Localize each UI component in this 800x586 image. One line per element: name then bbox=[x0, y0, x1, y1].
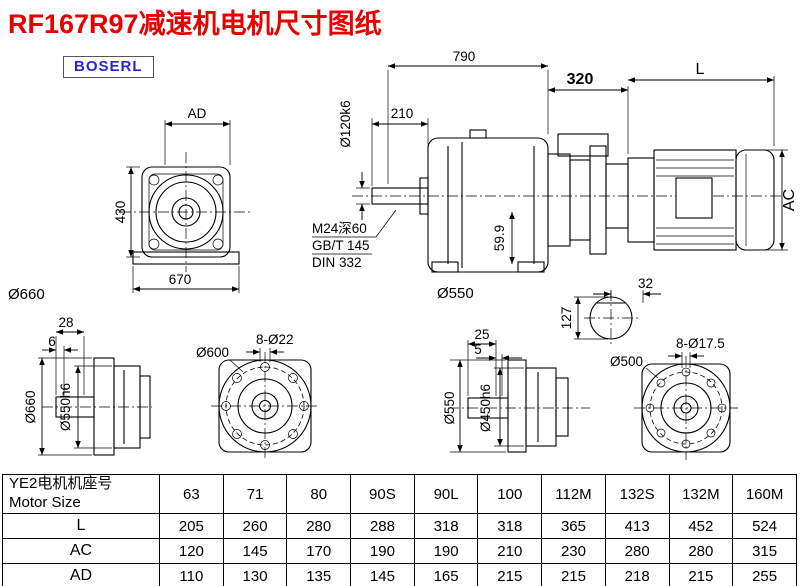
frame-size-cell: 90S bbox=[350, 474, 415, 514]
dimension-value-cell: 130 bbox=[222, 563, 288, 586]
thread-std1-label: GB/T 145 bbox=[312, 238, 370, 253]
table-header-row: YE2电机机座号 Motor Size 63 71 80 90S 90L 100… bbox=[2, 474, 797, 514]
dimension-value-cell: 170 bbox=[286, 538, 352, 564]
dimension-value-cell: 218 bbox=[604, 563, 670, 586]
row-label-cell: AC bbox=[2, 538, 160, 564]
frame-size-cell: 100 bbox=[477, 474, 543, 514]
frame-size-cell: 63 bbox=[159, 474, 224, 514]
dimension-value-cell: 215 bbox=[477, 563, 543, 586]
main-side-view: 790 210 Ø120k6 M24深60 GB/T 145 DIN 332 5… bbox=[312, 49, 798, 302]
bolt-circle-600-label: Ø600 bbox=[196, 345, 229, 360]
flange-od-660-label: Ø660 bbox=[23, 390, 38, 423]
row-label-cell: L bbox=[2, 513, 160, 539]
dimension-value-cell: 318 bbox=[413, 513, 479, 539]
dimension-value-cell: 318 bbox=[477, 513, 543, 539]
front-view: AD 430 670 Ø660 bbox=[8, 106, 252, 303]
holes-22-label: 8-Ø22 bbox=[256, 332, 294, 347]
dimension-value-cell: 210 bbox=[477, 538, 543, 564]
dimension-value-cell: 215 bbox=[668, 563, 734, 586]
dim-5-label: 5 bbox=[474, 342, 482, 357]
dimension-value-cell: 452 bbox=[668, 513, 734, 539]
thread-std2-label: DIN 332 bbox=[312, 255, 362, 270]
dim-ac-label: AC bbox=[781, 189, 798, 211]
flange-od-550-label: Ø550 bbox=[442, 391, 457, 424]
dimension-value-cell: 524 bbox=[732, 513, 797, 539]
row-label-cell: AD bbox=[2, 563, 160, 586]
dimension-value-cell: 205 bbox=[159, 513, 224, 539]
dimension-value-cell: 260 bbox=[222, 513, 288, 539]
shaft-dia-label: Ø120k6 bbox=[338, 100, 353, 147]
table-row-AC: AC 120 145 170 190 190 210 230 280 280 3… bbox=[2, 538, 797, 564]
dim-32-label: 32 bbox=[638, 276, 653, 291]
frame-size-cell: 90L bbox=[413, 474, 479, 514]
frame-size-cell: 160M bbox=[732, 474, 797, 514]
thread-spec-label: M24深60 bbox=[312, 221, 367, 236]
flange-side-view-660: 28 6 Ø660 Ø550h6 bbox=[23, 315, 152, 456]
dimension-value-cell: 145 bbox=[350, 563, 415, 586]
dimension-value-cell: 120 bbox=[159, 538, 224, 564]
dim-670-label: 670 bbox=[169, 272, 192, 287]
dimension-value-cell: 190 bbox=[413, 538, 479, 564]
table-row-AD: AD 110 130 135 145 165 215 215 218 215 2… bbox=[2, 563, 797, 586]
flange-front-view-500: Ø500 8-Ø17.5 bbox=[610, 336, 738, 460]
shaft-section-view: 32 127 bbox=[559, 276, 661, 346]
dim-790-label: 790 bbox=[453, 49, 476, 64]
frame-size-cell: 71 bbox=[222, 474, 288, 514]
dim-28-label: 28 bbox=[58, 315, 73, 330]
holes-175-label: 8-Ø17.5 bbox=[676, 336, 725, 351]
dimension-value-cell: 230 bbox=[541, 538, 606, 564]
motor-size-header-cell: YE2电机机座号 Motor Size bbox=[2, 474, 160, 514]
dim-127-label: 127 bbox=[559, 307, 574, 330]
spigot-550h6-label: Ø550h6 bbox=[58, 383, 73, 431]
dimension-value-cell: 280 bbox=[668, 538, 734, 564]
motor-size-label-en: Motor Size bbox=[9, 494, 81, 511]
dimension-value-cell: 280 bbox=[604, 538, 670, 564]
frame-size-cell: 80 bbox=[286, 474, 352, 514]
dim-599-label: 59.9 bbox=[492, 225, 507, 251]
dim-l-label: L bbox=[696, 61, 705, 78]
dimension-value-cell: 135 bbox=[286, 563, 352, 586]
dim-25-label: 25 bbox=[474, 327, 489, 342]
flange-front-view-600: Ø600 8-Ø22 bbox=[196, 332, 319, 460]
dimension-value-cell: 255 bbox=[732, 563, 797, 586]
spigot-450h6-label: Ø450h6 bbox=[478, 384, 493, 432]
dimension-value-cell: 165 bbox=[413, 563, 479, 586]
dimension-value-cell: 280 bbox=[286, 513, 352, 539]
dimension-table: YE2电机机座号 Motor Size 63 71 80 90S 90L 100… bbox=[2, 474, 797, 586]
dimension-value-cell: 315 bbox=[732, 538, 797, 564]
dimension-value-cell: 365 bbox=[541, 513, 606, 539]
motor-size-label-cn: YE2电机机座号 bbox=[9, 475, 113, 493]
frame-size-cell: 132S bbox=[604, 474, 670, 514]
bolt-circle-500-label: Ø500 bbox=[610, 354, 643, 369]
frame-size-cell: 132M bbox=[668, 474, 734, 514]
dim-320-label: 320 bbox=[567, 71, 594, 88]
brand-logo: BOSERL bbox=[63, 56, 154, 78]
technical-drawing: AD 430 670 Ø660 bbox=[8, 49, 798, 460]
table-row-L: L 205 260 280 288 318 318 365 413 452 52… bbox=[2, 513, 797, 539]
sheet-title: RF167R97减速机电机尺寸图纸 bbox=[8, 9, 382, 39]
front-flange-dia-label: Ø660 bbox=[8, 286, 45, 303]
frame-size-cell: 112M bbox=[541, 474, 606, 514]
dimension-value-cell: 215 bbox=[541, 563, 606, 586]
output-flange-dia-label: Ø550 bbox=[437, 285, 474, 302]
dimension-value-cell: 288 bbox=[350, 513, 415, 539]
dim-430-label: 430 bbox=[113, 201, 128, 224]
dim-6-label: 6 bbox=[48, 334, 56, 349]
dim-ad-label: AD bbox=[188, 106, 207, 121]
dimension-value-cell: 110 bbox=[159, 563, 224, 586]
dimension-value-cell: 190 bbox=[350, 538, 415, 564]
dim-210-label: 210 bbox=[391, 106, 414, 121]
dimension-value-cell: 145 bbox=[222, 538, 288, 564]
flange-side-view-550: 25 5 Ø550 Ø450h6 bbox=[442, 327, 590, 453]
dimension-value-cell: 413 bbox=[604, 513, 670, 539]
